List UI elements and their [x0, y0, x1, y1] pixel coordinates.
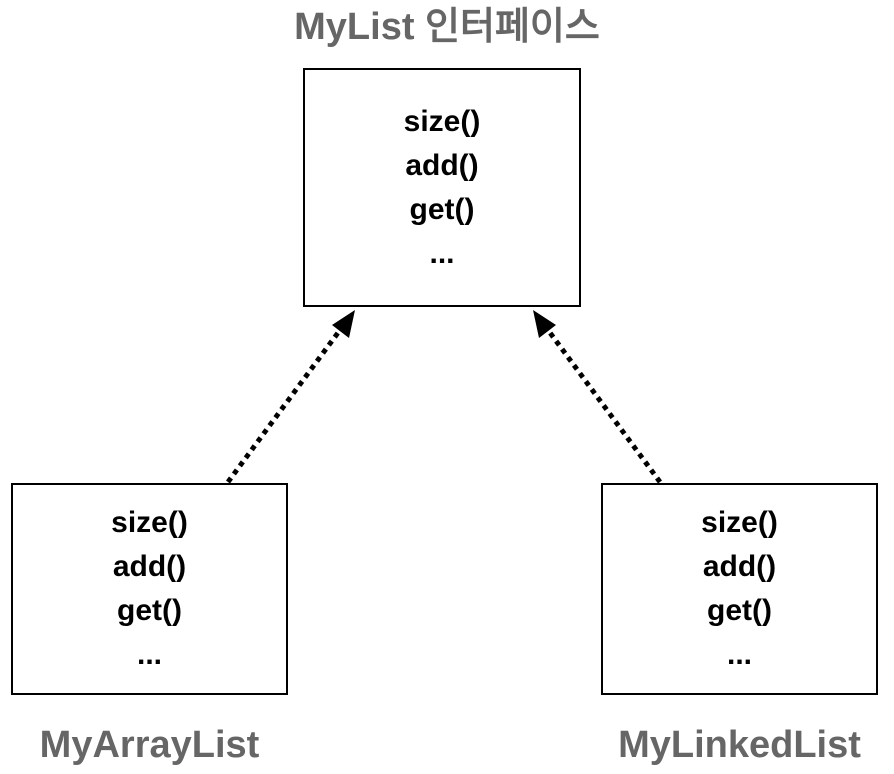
method-size: size() — [403, 104, 481, 138]
method-get: get() — [707, 594, 772, 627]
interface-title: MyList 인터페이스 — [294, 6, 600, 48]
method-ellipsis: ... — [429, 236, 455, 270]
linked-list-box: size() add() get() ... — [601, 483, 878, 695]
arrowhead-icon — [533, 310, 556, 338]
arrowhead-icon — [332, 310, 355, 338]
linked-list-title: MyLinkedList — [618, 724, 861, 766]
method-add: add() — [702, 550, 777, 583]
method-size: size() — [111, 506, 188, 539]
method-size: size() — [701, 506, 778, 539]
interface-box: size() add() get() ... — [303, 68, 581, 307]
array-list-title: MyArrayList — [39, 724, 260, 766]
arrow-linked-list-to-interface — [533, 310, 663, 484]
arrow-array-list-to-interface — [225, 310, 355, 484]
array-list-box: size() add() get() ... — [11, 483, 288, 695]
method-add: add() — [405, 148, 479, 182]
method-ellipsis: ... — [136, 638, 162, 671]
method-add: add() — [112, 550, 187, 583]
method-ellipsis: ... — [726, 638, 752, 671]
method-get: get() — [409, 192, 475, 226]
method-get: get() — [117, 594, 182, 627]
